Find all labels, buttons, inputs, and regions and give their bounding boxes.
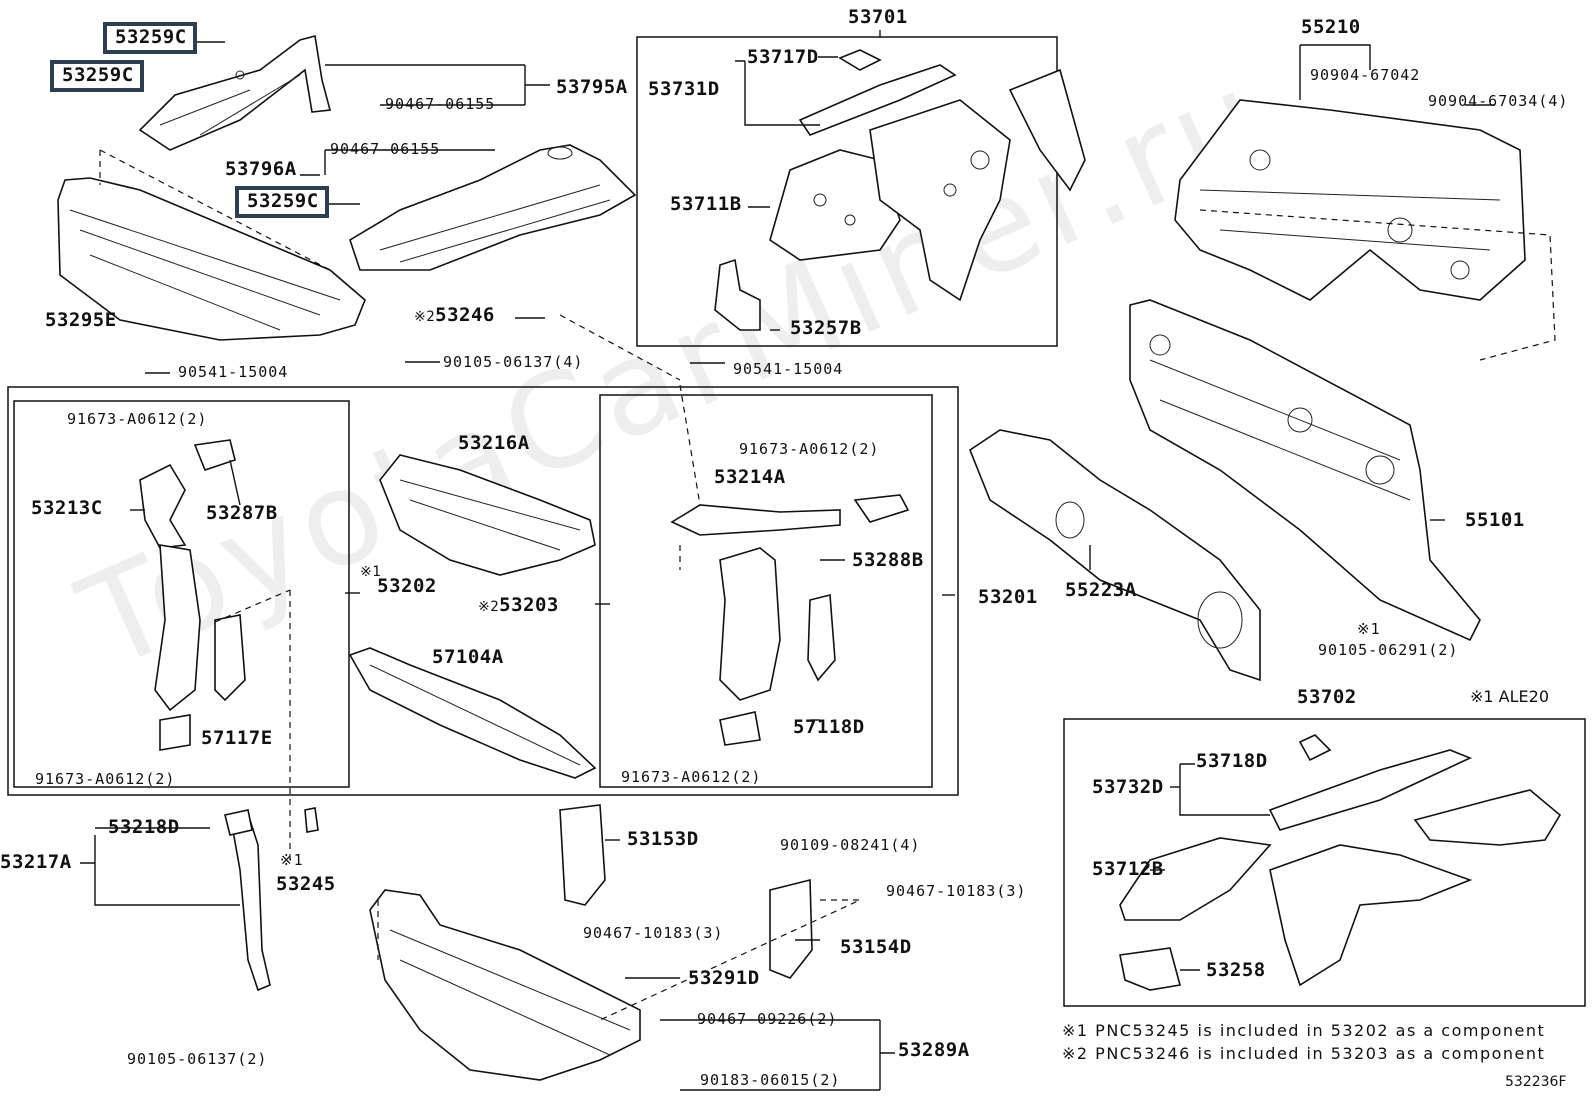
part-53153D-shape: [559, 804, 813, 979]
highlighted-label-53259C-1: 53259C: [103, 22, 197, 54]
part-53731D-shape: [798, 49, 957, 136]
part-53214A-shape: [559, 314, 910, 746]
part-53213C-shape: [139, 439, 291, 860]
part-53796A-shape: [349, 144, 637, 271]
part-inner-apron-shape: [869, 68, 1086, 302]
marker-1-53202: ※1: [360, 564, 382, 580]
label-53712B: 53712B: [1092, 858, 1164, 880]
part-55223A-shape: [969, 429, 1261, 682]
group-box-53202: [13, 400, 350, 788]
label-53287B: 53287B: [206, 502, 278, 524]
label-53246: ※253246: [414, 304, 495, 326]
label-90467-06155-b: 90467-06155: [330, 140, 441, 158]
group-box-53701: [636, 36, 1058, 347]
part-53257B-shape: [714, 258, 761, 331]
group-box-53201: [7, 386, 959, 796]
label-90541-15004-a: 90541-15004: [178, 363, 289, 381]
label-53718D: 53718D: [1196, 750, 1268, 772]
highlighted-label-53259C-2: 53259C: [50, 60, 144, 92]
label-57117E: 57117E: [201, 727, 273, 749]
label-90541-15004-b: 90541-15004: [733, 360, 844, 378]
label-53289A: 53289A: [898, 1039, 970, 1061]
part-53295E-shape: [57, 149, 366, 341]
marker-1-90105: ※1: [1357, 620, 1381, 638]
part-53795A-shape: [138, 34, 332, 151]
label-90904-67034: 90904-67034(4): [1428, 92, 1569, 110]
label-53203: ※253203: [478, 594, 559, 616]
label-90109-08241: 90109-08241(4): [780, 836, 921, 854]
label-90904-67042: 90904-67042: [1310, 66, 1421, 84]
part-53702-group-shapes: [1119, 734, 1562, 991]
label-57104A: 57104A: [432, 646, 504, 668]
group-box-53702: [1063, 718, 1586, 1007]
label-53732D: 53732D: [1092, 776, 1164, 798]
label-53218D: 53218D: [108, 816, 180, 838]
label-90467-09226: 90467-09226(2): [697, 1010, 838, 1028]
label-55101: 55101: [1465, 509, 1525, 531]
label-53217A: 53217A: [0, 851, 72, 873]
label-53201: 53201: [978, 586, 1038, 608]
group-box-53203: [599, 394, 933, 788]
label-53245: 53245: [276, 873, 336, 895]
part-53289A-shape: [369, 889, 861, 1081]
label-90105-06137-2: 90105-06137(2): [127, 1050, 268, 1068]
marker-2-53203: ※2: [478, 599, 500, 615]
label-90467-06155-a: 90467-06155: [385, 95, 496, 113]
leader-lines: [80, 30, 1495, 1091]
label-53153D: 53153D: [627, 828, 699, 850]
label-53295E: 53295E: [45, 309, 117, 331]
marker-2: ※2: [414, 309, 436, 325]
label-53796A: 53796A: [225, 158, 297, 180]
part-53217A-shape: [224, 807, 319, 992]
label-53288B: 53288B: [852, 549, 924, 571]
part-55210-shape: [1174, 99, 1556, 361]
label-53214A: 53214A: [714, 466, 786, 488]
label-90467-10183-b: 90467-10183(3): [886, 882, 1027, 900]
diagram-reference-id: 532236F: [1505, 1074, 1567, 1090]
label-91673-A0612-d: 91673-A0612(2): [621, 768, 762, 786]
label-55223A: 55223A: [1065, 579, 1137, 601]
part-53216A-shape: [379, 454, 596, 576]
label-90105-06291: 90105-06291(2): [1318, 641, 1459, 659]
label-90105-06137-4: 90105-06137(4): [443, 353, 584, 371]
part-55101-shape: [1129, 299, 1481, 642]
label-91673-A0612-c: 91673-A0612(2): [739, 440, 880, 458]
label-53711B: 53711B: [670, 193, 742, 215]
highlighted-label-53259C-3: 53259C: [235, 186, 329, 218]
label-57118D: 57118D: [793, 716, 865, 738]
label-90183-06015: 90183-06015(2): [700, 1071, 841, 1089]
marker-1-53245: ※1: [280, 851, 304, 869]
label-53701: 53701: [848, 6, 908, 28]
label-53154D: 53154D: [840, 936, 912, 958]
label-53291D: 53291D: [688, 967, 760, 989]
label-53702: 53702: [1297, 686, 1357, 708]
legend-note: ※1 ALE20: [1470, 687, 1549, 706]
label-91673-A0612-a: 91673-A0612(2): [67, 410, 208, 428]
label-53258: 53258: [1206, 959, 1266, 981]
label-53717D: 53717D: [747, 46, 819, 68]
label-90467-10183-a: 90467-10183(3): [583, 924, 724, 942]
label-53213C: 53213C: [31, 497, 103, 519]
label-91673-A0612-b: 91673-A0612(2): [35, 770, 176, 788]
label-53202: ※153202: [360, 564, 437, 597]
label-53731D: 53731D: [648, 78, 720, 100]
label-55210: 55210: [1301, 16, 1361, 38]
label-53257B: 53257B: [790, 317, 862, 339]
part-57104A-shape: [348, 647, 597, 779]
label-53216A: 53216A: [458, 432, 530, 454]
footnote-1: ※1 PNC53245 is included in 53202 as a co…: [1062, 1021, 1546, 1040]
label-53795A: 53795A: [556, 76, 628, 98]
footnote-2: ※2 PNC53246 is included in 53203 as a co…: [1062, 1044, 1546, 1063]
